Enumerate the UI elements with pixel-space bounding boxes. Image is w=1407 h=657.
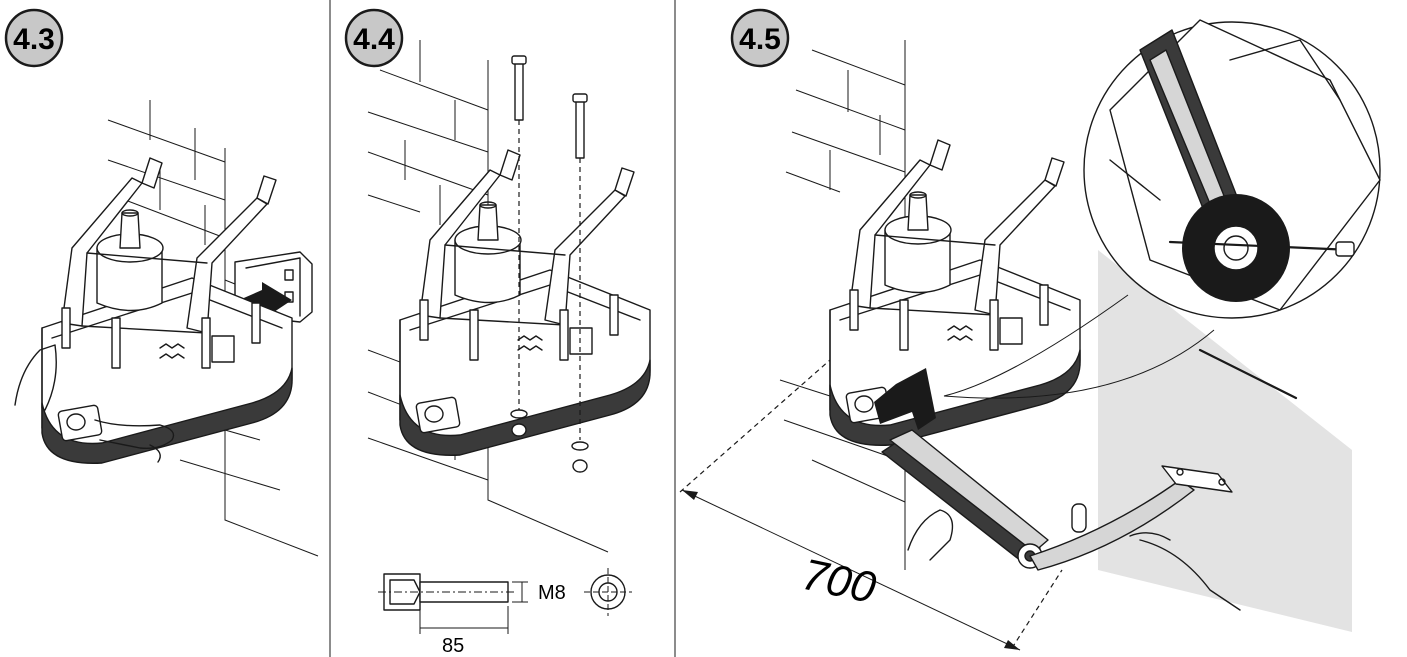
svg-text:4.5: 4.5 (739, 23, 781, 56)
length-label: 85 (442, 635, 464, 657)
hands (14, 344, 175, 463)
hands (907, 509, 1241, 611)
step-badge-4-4: 4.4 (344, 8, 404, 68)
fixing-screws (510, 55, 589, 473)
step-badge-4-3: 4.3 (4, 8, 64, 68)
panel-4-3 (14, 100, 319, 557)
step-badge-4-5: 4.5 (730, 8, 790, 68)
distance-label: 700 (798, 550, 881, 613)
svg-text:4.3: 4.3 (13, 23, 55, 56)
lift-arrow (874, 368, 936, 430)
thread-label: M8 (538, 582, 566, 604)
operator-arm (881, 429, 1233, 571)
detail-zoom (943, 19, 1381, 399)
svg-text:4.4: 4.4 (353, 23, 395, 56)
panel-4-5: 700 (679, 19, 1381, 651)
screw-spec: M8 85 (378, 568, 632, 657)
panel-4-4: M8 85 (367, 40, 651, 657)
brick-wall (107, 100, 319, 557)
